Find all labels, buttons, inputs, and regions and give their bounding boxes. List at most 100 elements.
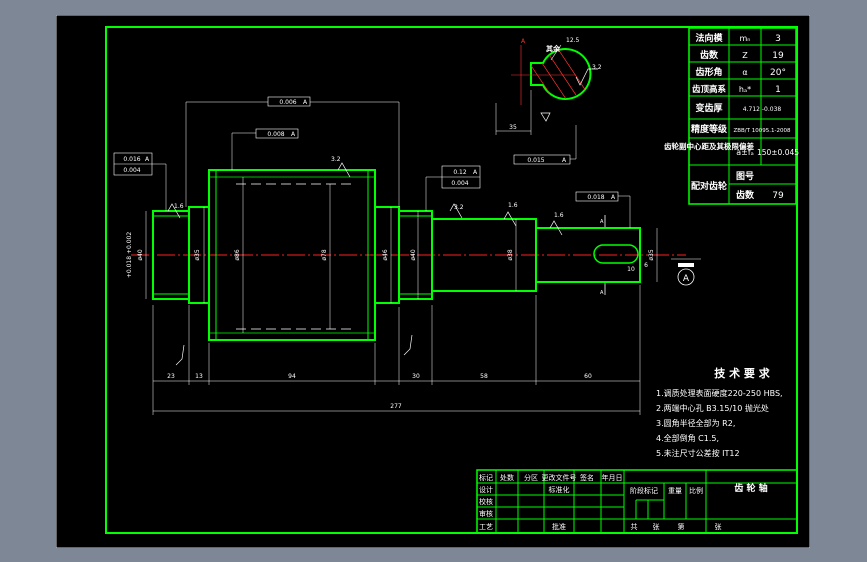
tol-sec-ref: A — [562, 157, 567, 164]
tb-header-1: 处数 — [500, 473, 514, 482]
tech-title: 技 术 要 求 — [714, 366, 770, 380]
tol-left-1-ref: A — [145, 156, 150, 163]
tb-header-5: 年月日 — [602, 473, 623, 482]
tol-right-1-ref: A — [473, 169, 478, 176]
dim-seg4: 30 — [412, 373, 420, 380]
param-name-3: 齿顶高系 — [692, 84, 727, 95]
param-value-1: 19 — [772, 51, 784, 61]
tol-frame-key — [575, 191, 619, 202]
mating-gear-label: 配对齿轮 — [691, 180, 727, 192]
title-block: 标记 处数 分区 更改文件号 签名 年月日 设计 校核 审核 工艺 标准化 批准… — [476, 469, 798, 534]
param-name-1: 齿数 — [700, 49, 719, 61]
tol-key-value: 0.018 — [587, 194, 604, 201]
dim-keyway-depth: 6 — [644, 262, 648, 269]
keyway — [593, 244, 639, 264]
tech-requirements: 技 术 要 求 1.调质处理表面硬度220-250 HBS, 2.两端中心孔 B… — [656, 366, 783, 458]
param-value-2: 20° — [770, 68, 786, 78]
param-name-2: 齿形角 — [695, 66, 722, 78]
param-symbol-5: ZBB/T 10095.1-2008 — [733, 128, 791, 134]
param-name-5: 精度等级 — [691, 123, 728, 135]
param-symbol-2: α — [742, 68, 747, 77]
section-marker: A A A — [600, 215, 701, 296]
tb-header-0: 标记 — [479, 473, 493, 482]
section-dim-text: 35 — [509, 124, 517, 131]
tech-item-3: 4.全部倒角 C1.5, — [656, 433, 719, 443]
tech-item-0: 1.调质处理表面硬度220-250 HBS, — [656, 388, 783, 398]
drawing-canvas: 法向模 mₙ 3 齿数 Z 19 齿形角 α 20° 齿顶高系 hₐ* 1 变齿… — [55, 14, 811, 549]
section-title-mark: A — [521, 38, 526, 45]
tech-item-1: 2.两端中心孔 B3.15/10 抛光处 — [656, 403, 769, 413]
dim-seg3: 94 — [288, 373, 296, 380]
param-symbol-6: a±fₐ — [736, 148, 754, 157]
rough-sec-3-2: 3.2 — [592, 64, 602, 71]
dimensions — [152, 285, 641, 415]
tol-frame-mid — [255, 128, 299, 139]
param-value-0: 3 — [775, 34, 781, 44]
tol-frame-sec — [513, 154, 571, 165]
tb-label-review: 审核 — [479, 509, 493, 518]
tol-mid-ref: A — [291, 131, 296, 138]
param-table: 法向模 mₙ 3 齿数 Z 19 齿形角 α 20° 齿顶高系 hₐ* 1 变齿… — [664, 27, 799, 205]
tb-label-check: 校核 — [479, 497, 493, 506]
tb-header-3: 更改文件号 — [542, 473, 577, 482]
tech-item-2: 3.圆角半径全部为 R2, — [656, 418, 735, 428]
tol-frames: 0.006 A 0.008 A 0.016 A 0.004 0.12 A 0.0… — [113, 96, 631, 228]
tol-mid-value: 0.008 — [267, 131, 284, 138]
dim-seg5: 58 — [480, 373, 488, 380]
tb-part-name: 齿 轮 轴 — [734, 482, 767, 494]
param-value-6: 150±0.045 — [757, 148, 799, 157]
section-letter-top: A — [600, 219, 604, 225]
dim-dia-left: ø40 — [137, 249, 144, 260]
rough-other: 其余 — [546, 44, 561, 53]
shaft-seg-keyed-end — [535, 227, 641, 283]
teeth-value: 79 — [772, 191, 784, 201]
dim-dia-root: ø78 — [321, 249, 328, 260]
tol-sec-value: 0.015 — [527, 157, 544, 164]
param-symbol-4: 4.712 -0.038 — [743, 106, 782, 113]
tb-sheets: 张 — [653, 522, 660, 531]
dim-dia-35: ø35 — [194, 249, 201, 260]
rough-3: 3.2 — [454, 204, 464, 211]
dim-seg1: 23 — [167, 373, 175, 380]
dim-keyway-width: 10 — [627, 266, 635, 273]
param-name-6-text: 齿轮副中心距及其极限偏差 — [664, 141, 754, 151]
dim-dia-40: ø40 — [410, 249, 417, 260]
section-arrow-letter: A — [683, 274, 690, 284]
dim-dia-35b: ø35 — [648, 249, 655, 260]
tech-item-4: 5.未注尺寸公差按 IT12 — [656, 448, 740, 458]
tb-approve: 批准 — [552, 522, 566, 531]
tol-top-value: 0.006 — [279, 99, 296, 106]
dia-dim-lines — [145, 177, 658, 333]
dim-dia-left-tol: +0.018 +0.002 — [126, 232, 133, 278]
tb-standardize: 标准化 — [549, 485, 570, 494]
param-symbol-0: mₙ — [740, 34, 751, 43]
param-name-0: 法向模 — [695, 32, 723, 44]
tb-weight: 重量 — [668, 487, 682, 495]
rough-1: 1.6 — [174, 203, 184, 210]
dim-seg2: 13 — [195, 373, 203, 380]
param-symbol-3: hₐ* — [739, 85, 751, 94]
param-symbol-1: Z — [742, 51, 748, 60]
param-value-3: 1 — [775, 85, 781, 95]
tb-label-design: 设计 — [479, 485, 493, 494]
tb-sheets2: 张 — [715, 522, 722, 531]
tb-total: 共 — [631, 522, 638, 531]
param-name-4: 变齿厚 — [695, 102, 722, 114]
dim-dia-38: ø38 — [507, 249, 514, 260]
roughness-marks — [167, 162, 563, 366]
tol-key-ref: A — [611, 194, 616, 201]
drawing-no-label: 图号 — [736, 171, 754, 182]
rough-4: 1.6 — [508, 202, 518, 209]
tb-page: 第 — [678, 522, 685, 531]
rough-12-5: 12.5 — [566, 37, 580, 44]
tb-label-process: 工艺 — [479, 523, 493, 531]
teeth-label: 齿数 — [736, 189, 755, 201]
tol-right-2: 0.004 — [451, 180, 468, 187]
section-view: 35 A 12.5 其余 3.2 0.015 A — [495, 37, 602, 165]
rough-2: 3.2 — [331, 156, 341, 163]
dim-dia-gear: ø86 — [234, 249, 241, 260]
tol-left-2: 0.004 — [123, 167, 140, 174]
dim-seg6: 60 — [584, 373, 592, 380]
shaft-view — [131, 169, 686, 341]
tol-right-1: 0.12 — [453, 169, 467, 176]
